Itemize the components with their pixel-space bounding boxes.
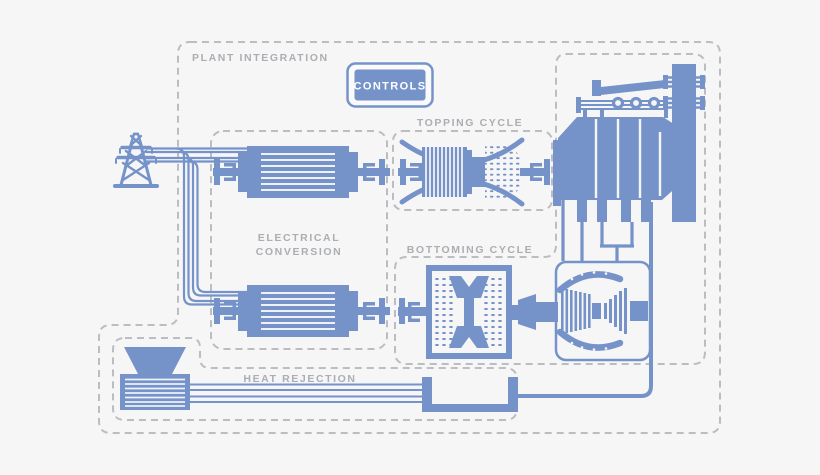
cooling-tower-icon <box>120 347 190 410</box>
power-lines-icon <box>146 147 262 306</box>
hrsg-bottoming-boundary <box>394 53 706 365</box>
steam-turbine-top-view-icon <box>398 265 558 359</box>
topping-cycle-label: TOPPING CYCLE <box>417 117 523 129</box>
electrical-conversion-label-line2: CONVERSION <box>256 246 343 258</box>
heat-rejection-label: HEAT REJECTION <box>243 373 356 385</box>
electrical-conversion-boundary <box>210 130 388 350</box>
hrsg-steam-pipes <box>561 200 634 261</box>
plant-integration-boundary <box>98 41 721 434</box>
turbine-generator-unit-icon <box>554 260 652 362</box>
plant-integration-label: PLANT INTEGRATION <box>192 52 329 64</box>
topping-cycle-boundary <box>392 130 553 211</box>
controls-button[interactable]: CONTROLS <box>346 62 434 108</box>
hrsg-inlet-duct <box>553 140 561 206</box>
bottoming-cycle-label: BOTTOMING CYCLE <box>407 244 533 256</box>
generator-icon-bottom <box>212 284 391 338</box>
generator-icon-top <box>212 145 391 199</box>
hrsg-boiler-stack-icon <box>558 64 705 222</box>
electrical-conversion-label-line1: ELECTRICAL <box>258 232 341 244</box>
condenser-loop-pipe-icon <box>188 202 653 412</box>
controls-button-face[interactable] <box>354 69 426 101</box>
transmission-tower-icon <box>113 132 159 188</box>
gas-turbine-icon <box>398 137 550 207</box>
controls-button-label: CONTROLS <box>354 81 427 93</box>
